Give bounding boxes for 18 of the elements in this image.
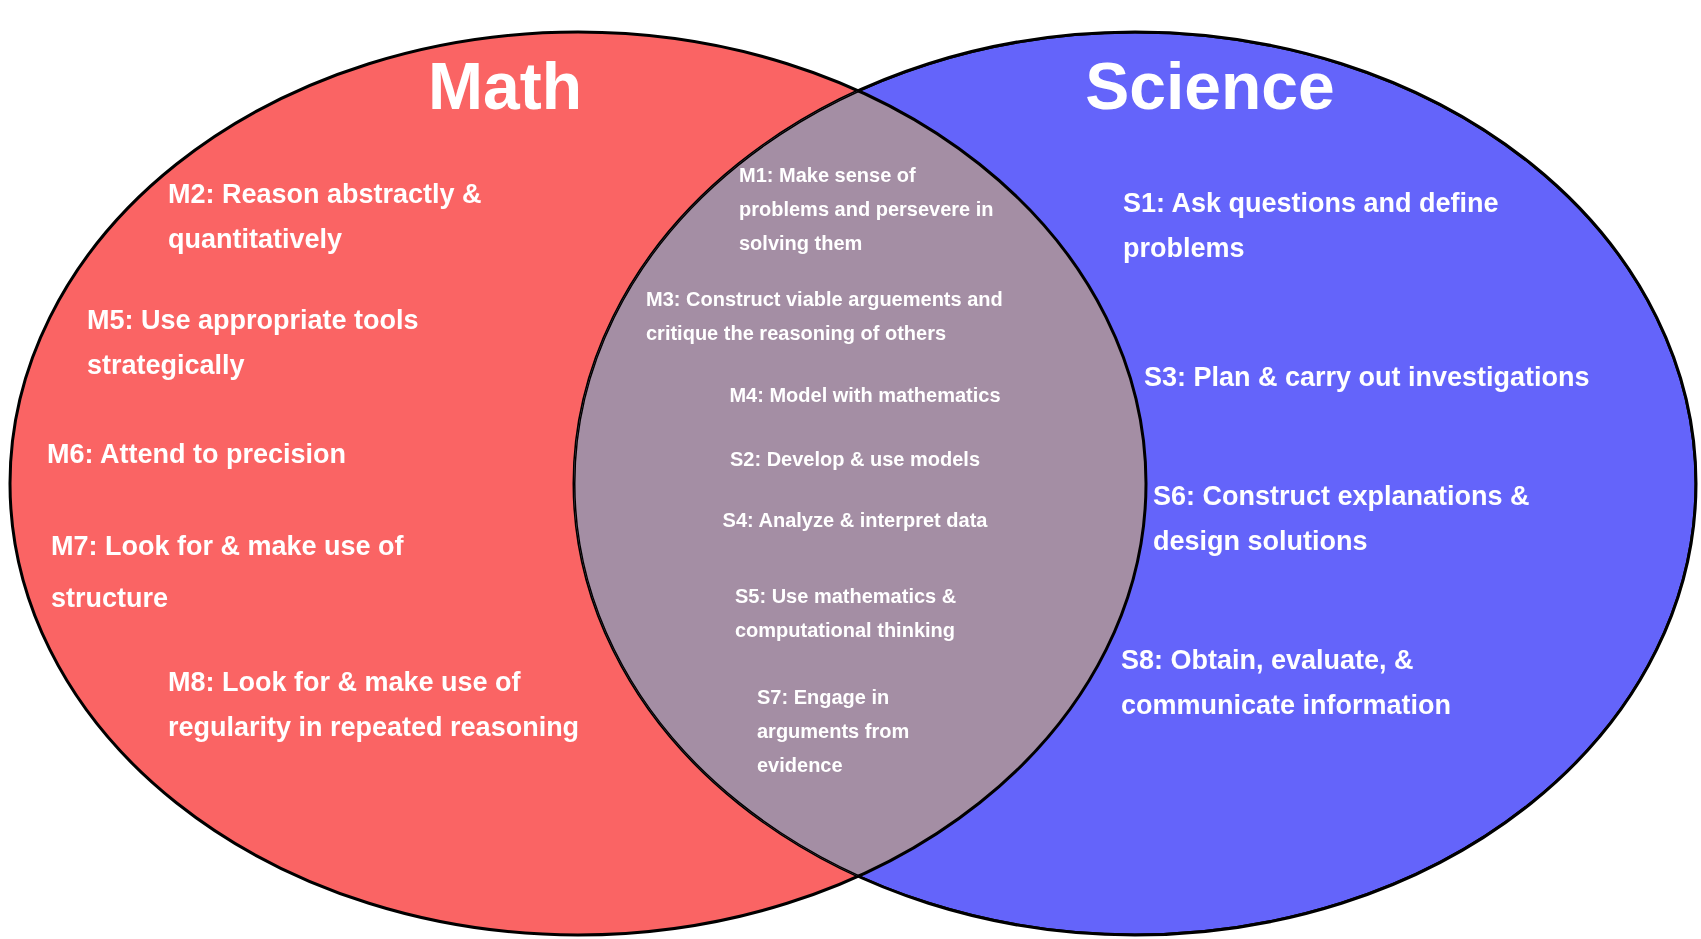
shared-practice-text: S2: Develop & use models: [728, 447, 982, 472]
practice-text: S1: Ask questions and define problems: [1123, 187, 1500, 265]
shared-practice-text: M4: Model with mathematics: [728, 383, 1002, 408]
practice-text: M5: Use appropriate tools strategically: [87, 304, 420, 382]
shared-practice-text: S5: Use mathematics & computational thinking: [735, 584, 958, 643]
practice-text: S6: Construct explanations & design solutions: [1153, 480, 1531, 558]
practice-text: S3: Plan & carry out investigations: [1144, 361, 1591, 394]
shared-practice-text: M1: Make sense of problems and persevere in solving them: [739, 163, 995, 256]
practice-text: M6: Attend to precision: [47, 438, 347, 471]
shared-practice-text: M3: Construct viable arguements and critique the reasoning of others: [646, 287, 1004, 346]
shared-practice-text: S4: Analyze & interpret data: [721, 508, 989, 533]
practice-text: M7: Look for & make use of structure: [51, 530, 405, 615]
circle-title: Science: [1084, 48, 1336, 124]
practice-text: M2: Reason abstractly & quantitatively: [168, 178, 483, 256]
practice-text: S8: Obtain, evaluate, & communicate information: [1121, 644, 1453, 722]
practice-text: M8: Look for & make use of regularity in repeated reasoning: [168, 666, 581, 744]
circle-title: Math: [427, 48, 583, 124]
shared-practice-text: S7: Engage in arguments from evidence: [757, 685, 911, 778]
